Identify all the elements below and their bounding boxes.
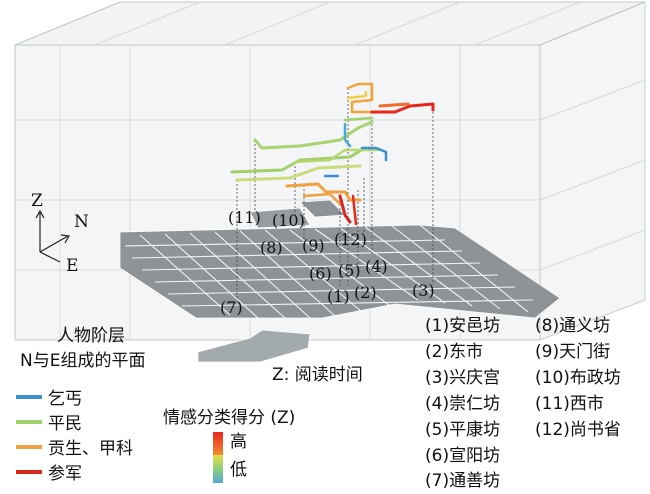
emotion-high-label: 高: [230, 432, 247, 452]
ward-marker-12: (12): [334, 230, 367, 249]
class-legend-title: 人物阶层: [57, 326, 125, 346]
ward-marker-5: (5): [338, 261, 361, 280]
z-axis-caption: Z: 阅读时间: [272, 365, 363, 385]
ward-list-item: (4)崇仁坊: [425, 394, 501, 414]
ward-marker-11: (11): [228, 208, 261, 227]
axis-indicator: [35, 209, 70, 263]
ward-list-item: (11)西市: [535, 394, 604, 414]
legend-label: 平民: [48, 414, 82, 434]
plane-caption: N与E组成的平面: [20, 351, 146, 371]
ward-list-item: (5)平康坊: [425, 420, 501, 440]
legend-label: 贡生、甲科: [48, 439, 133, 459]
trajectories: [230, 82, 435, 226]
ward-marker-6: (6): [309, 264, 332, 283]
ward-list-item: (6)宣阳坊: [425, 446, 501, 466]
legend-item-beggar: 乞丐: [16, 384, 82, 409]
ward-marker-8: (8): [260, 238, 283, 257]
emotion-legend-title: 情感分类得分 (Z): [163, 408, 296, 428]
ward-list-item: (2)东市: [425, 342, 484, 362]
ward-marker-10: (10): [272, 211, 305, 230]
legend-swatch: [16, 419, 42, 424]
z-axis-label: Z: [31, 191, 43, 211]
ward-marker-7: (7): [220, 298, 243, 317]
legend-label: 乞丐: [48, 389, 82, 409]
emotion-gradient-low: [213, 455, 223, 483]
legend-swatch: [16, 394, 42, 399]
ward-marker-1: (1): [327, 287, 350, 306]
ward-marker-9: (9): [302, 236, 325, 255]
e-axis-label: E: [66, 256, 79, 276]
n-axis-label: N: [74, 212, 89, 232]
ward-marker-2: (2): [354, 283, 377, 302]
legend-swatch: [16, 444, 42, 449]
legend-item-scholar: 贡生、甲科: [16, 434, 133, 459]
ward-marker-3: (3): [412, 281, 435, 300]
legend-item-commoner: 平民: [16, 409, 82, 434]
ward-list-item: (1)安邑坊: [425, 316, 501, 336]
emotion-low-label: 低: [230, 460, 247, 480]
legend-item-military: 参军: [16, 459, 82, 484]
ward-list-item: (8)通义坊: [535, 316, 611, 336]
ward-list-item: (9)天门街: [535, 342, 611, 362]
ward-list-item: (7)通善坊: [425, 471, 501, 491]
ward-list-item: (3)兴庆宫: [425, 368, 501, 388]
ward-list-item: (12)尚书省: [535, 420, 621, 440]
legend-swatch: [16, 469, 42, 474]
emotion-gradient-high: [213, 432, 223, 460]
city-ground-plane: [119, 199, 561, 363]
ward-list-item: (10)布政坊: [535, 368, 621, 388]
legend-label: 参军: [48, 464, 82, 484]
ward-marker-4: (4): [365, 257, 388, 276]
